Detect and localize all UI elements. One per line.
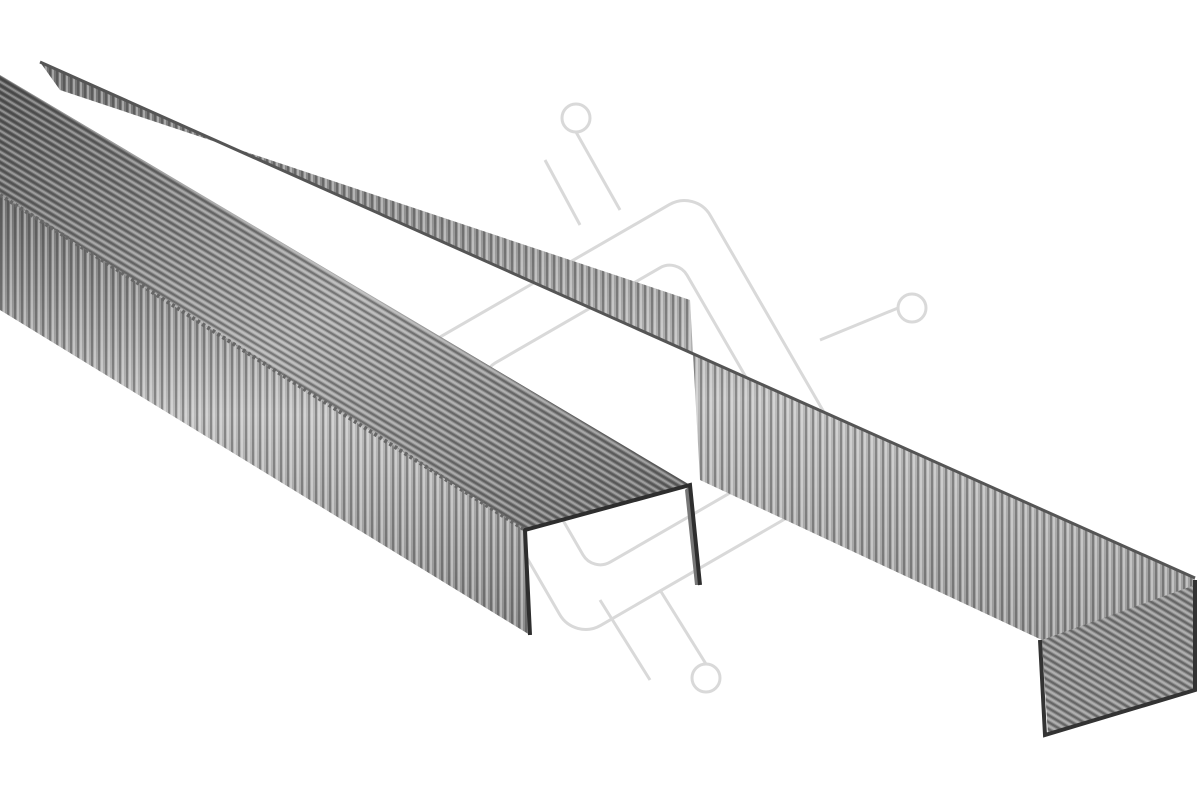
staple-strip-front [0, 75, 702, 636]
staple-strip-back [39, 60, 1197, 738]
